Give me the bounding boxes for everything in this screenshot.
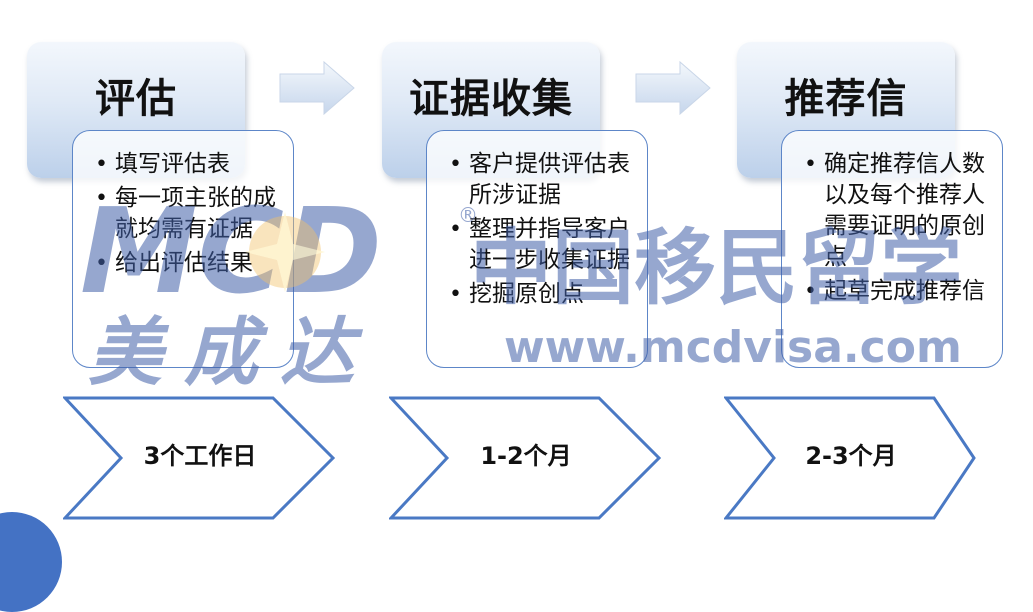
- stage-title: 推荐信: [784, 76, 908, 122]
- arrow-right-icon: [279, 60, 355, 116]
- bullet-list: 确定推荐信人数以及每个推荐人需要证明的原创点 起草完成推荐信: [802, 149, 990, 307]
- duration-label: 1-2个月: [480, 442, 572, 470]
- chevron-shape-1: [63, 396, 335, 520]
- list-item: 挖掘原创点: [447, 279, 635, 310]
- bullet-list: 填写评估表 每一项主张的成就均需有证据 给出评估结果: [93, 149, 281, 279]
- stage-title: 证据收集: [409, 76, 573, 122]
- list-item: 起草完成推荐信: [802, 276, 990, 307]
- bullet-list: 客户提供评估表所涉证据 整理并指导客户进一步收集证据 挖掘原创点: [447, 149, 635, 310]
- stage-card-3: 确定推荐信人数以及每个推荐人需要证明的原创点 起草完成推荐信: [781, 130, 1003, 368]
- corner-circle: [0, 512, 62, 612]
- duration-label: 3个工作日: [143, 442, 257, 470]
- list-item: 给出评估结果: [93, 248, 281, 279]
- chevron-shape-3: [724, 396, 976, 520]
- stage-title: 评估: [95, 76, 177, 122]
- list-item: 客户提供评估表所涉证据: [447, 149, 635, 211]
- list-item: 确定推荐信人数以及每个推荐人需要证明的原创点: [802, 149, 990, 273]
- arrow-right-icon: [635, 60, 711, 116]
- duration-label: 2-3个月: [805, 442, 897, 470]
- list-item: 填写评估表: [93, 149, 281, 180]
- chevron-shape-2: [389, 396, 661, 520]
- list-item: 整理并指导客户进一步收集证据: [447, 214, 635, 276]
- stage-card-1: 填写评估表 每一项主张的成就均需有证据 给出评估结果: [72, 130, 294, 368]
- stage-card-2: 客户提供评估表所涉证据 整理并指导客户进一步收集证据 挖掘原创点: [426, 130, 648, 368]
- list-item: 每一项主张的成就均需有证据: [93, 183, 281, 245]
